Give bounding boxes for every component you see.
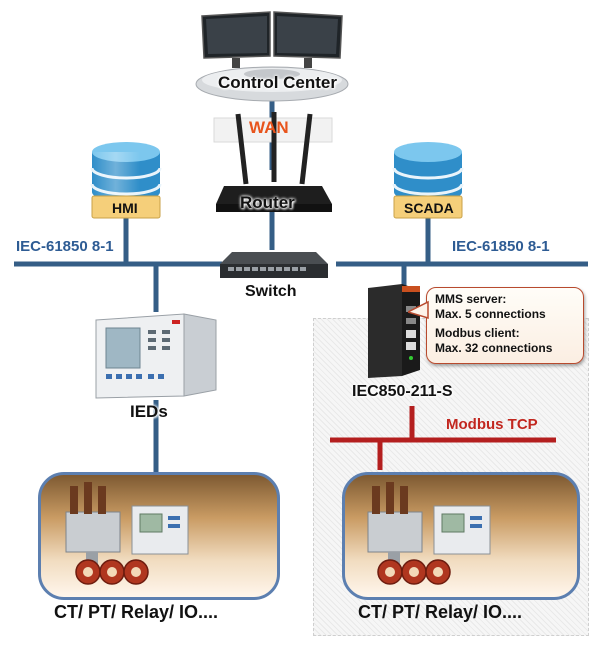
modbus-tcp-label: Modbus TCP xyxy=(446,416,538,433)
mms-server-value: Max. 5 connections xyxy=(435,307,546,321)
iec-left-label: IEC-61850 8-1 xyxy=(16,238,114,255)
hmi-database xyxy=(90,142,162,219)
control-center-label: Control Center xyxy=(218,73,337,92)
ied-relay-icon xyxy=(131,505,189,555)
switch-label: Switch xyxy=(245,283,297,300)
modbus-client-value: Max. 32 connections xyxy=(435,341,553,355)
circuit-breaker-icon xyxy=(65,482,121,574)
ied-relay-icon xyxy=(433,505,491,555)
ieds-label: IEDs xyxy=(130,402,168,421)
modbus-client-title: Modbus client: xyxy=(435,326,520,340)
callout-pointer xyxy=(408,300,429,320)
circuit-breaker-icon xyxy=(367,482,423,574)
gateway-label: IEC850-211-S xyxy=(352,383,453,400)
ied-relay-icon xyxy=(95,313,217,399)
iec-right-label: IEC-61850 8-1 xyxy=(452,238,550,255)
scada-label: SCADA xyxy=(404,200,454,216)
field-equipment-left xyxy=(65,482,189,585)
database-icon xyxy=(90,142,162,202)
monitor-icon xyxy=(273,11,343,68)
scada-database xyxy=(392,142,464,219)
mms-server-title: MMS server: xyxy=(435,292,507,306)
wan-label: WAN xyxy=(249,118,289,137)
hmi-label: HMI xyxy=(112,200,138,216)
gateway-device-icon xyxy=(368,284,420,378)
field-right-label: CT/ PT/ Relay/ IO.... xyxy=(358,602,523,622)
router-icon xyxy=(216,112,332,212)
router-device xyxy=(213,112,333,212)
router-label: Router xyxy=(240,193,295,212)
control-center-workstation xyxy=(195,11,349,102)
field-equipment-right xyxy=(367,482,491,585)
monitor-icon xyxy=(201,11,271,68)
field-left-label: CT/ PT/ Relay/ IO.... xyxy=(54,602,219,622)
database-icon xyxy=(392,142,464,202)
switch-icon xyxy=(220,252,328,278)
gateway-spec-callout: MMS server: Max. 5 connections Modbus cl… xyxy=(426,287,584,364)
